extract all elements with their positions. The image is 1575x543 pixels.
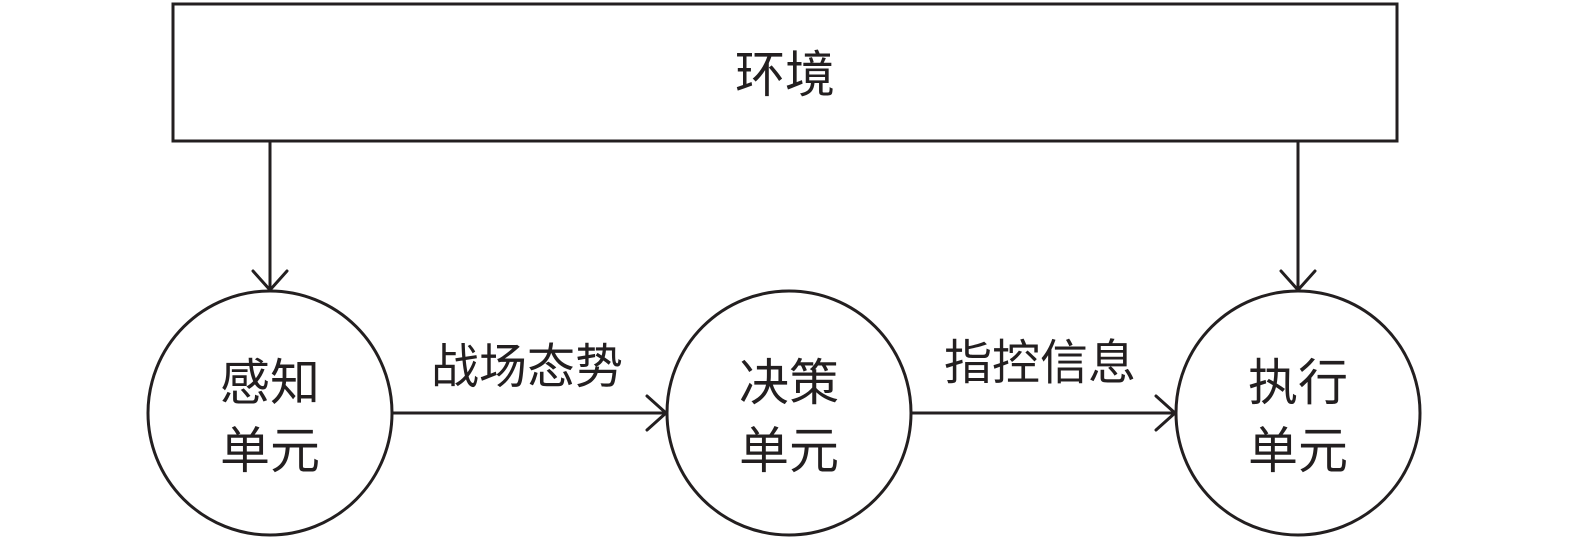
node-execution-unit: 执行 单元 — [1174, 289, 1422, 537]
node-perception-unit: 感知 单元 — [146, 289, 394, 537]
node-execution-line2: 单元 — [1248, 422, 1348, 480]
edge-decision-to-execution: 指控信息 — [909, 335, 1177, 432]
environment-label: 环境 — [735, 46, 835, 104]
environment-box: 环境 — [171, 2, 1399, 143]
node-decision-line1: 决策 — [739, 354, 839, 412]
node-perception-line1: 感知 — [220, 354, 320, 412]
node-decision-unit: 决策 单元 — [665, 289, 913, 537]
node-execution-line1: 执行 — [1248, 354, 1348, 412]
edge-environment-to-execution — [1279, 139, 1317, 292]
node-decision-line2: 单元 — [739, 422, 839, 480]
edge-environment-to-perception — [251, 139, 289, 292]
node-perception-line2: 单元 — [220, 422, 320, 480]
edge-perception-to-decision: 战场态势 — [390, 339, 668, 432]
edge-label-command-control-info: 指控信息 — [944, 335, 1136, 391]
edge-label-battlefield-situation: 战场态势 — [431, 339, 623, 395]
